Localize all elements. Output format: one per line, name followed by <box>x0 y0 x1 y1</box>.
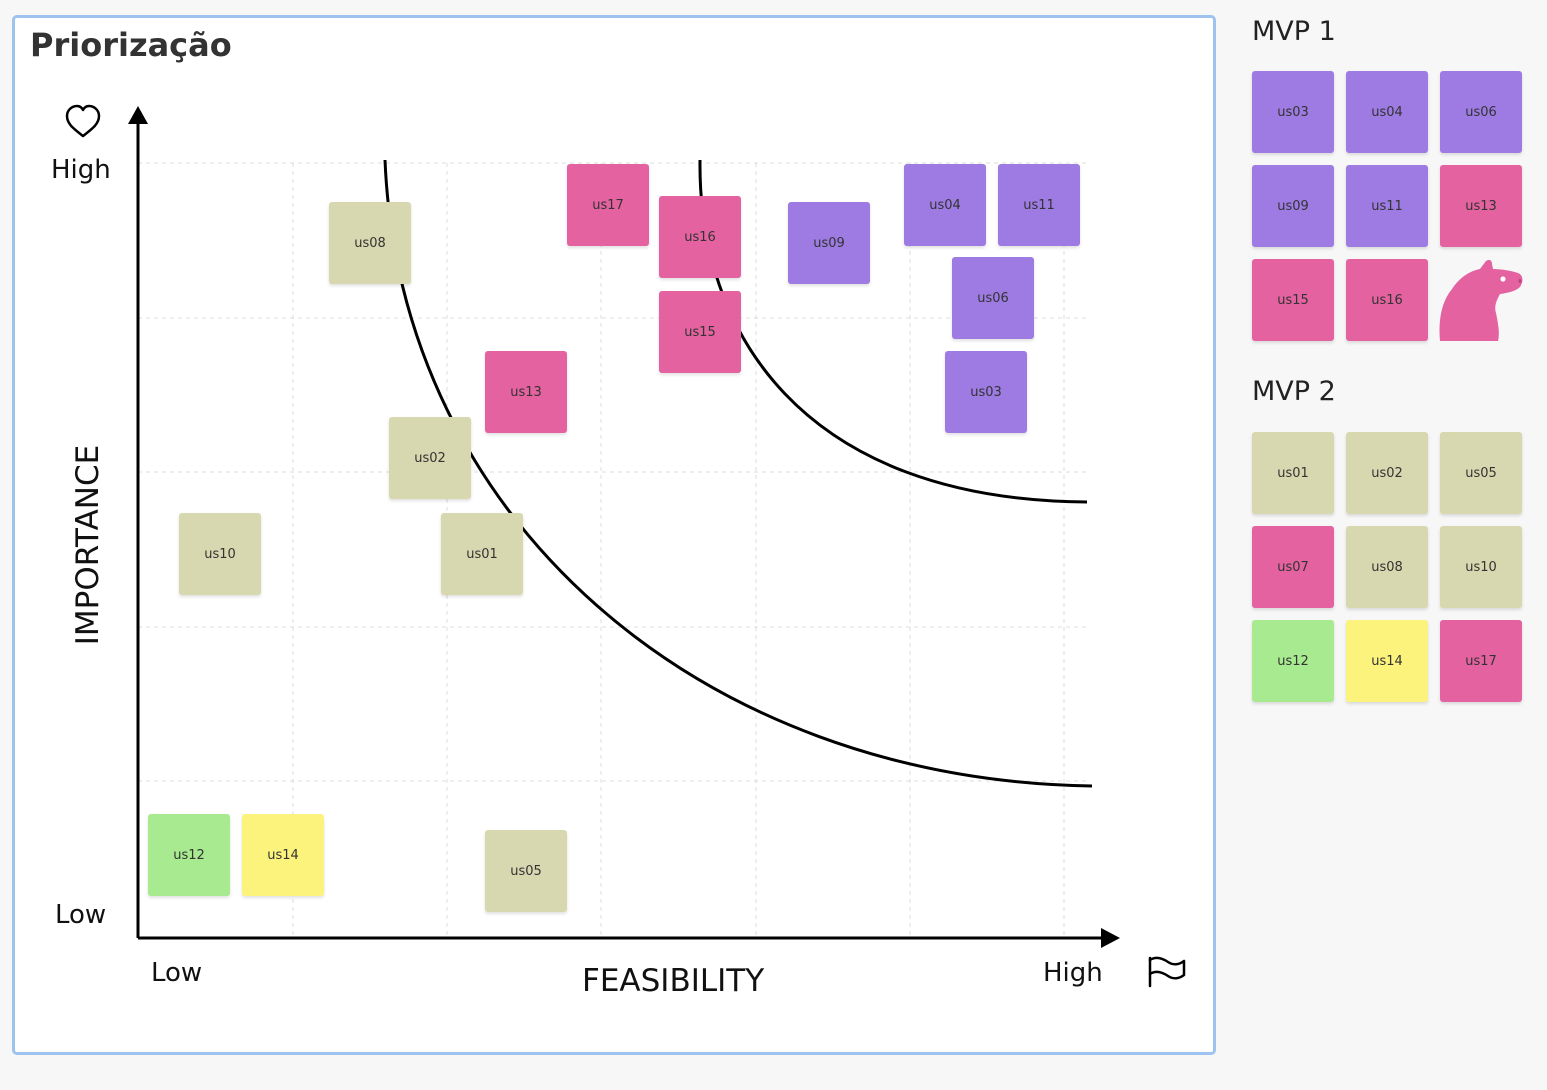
sticky-note-label: us01 <box>466 546 498 562</box>
sticky-note[interactable]: us13 <box>485 351 567 433</box>
x-axis-high-label: High <box>1043 958 1103 988</box>
sticky-note-label: us11 <box>1023 197 1055 213</box>
mvp2-sticky-note[interactable]: us12 <box>1252 620 1334 702</box>
mvp2-sticky-note[interactable]: us05 <box>1440 432 1522 514</box>
sticky-note-label: us12 <box>1277 653 1309 669</box>
mvp1-sticky-note[interactable]: us03 <box>1252 71 1334 153</box>
sticky-note[interactable]: us11 <box>998 164 1080 246</box>
mvp2-sticky-note[interactable]: us01 <box>1252 432 1334 514</box>
y-axis-title: IMPORTANCE <box>70 444 106 646</box>
sticky-note[interactable]: us06 <box>952 257 1034 339</box>
sticky-note-label: us03 <box>1277 104 1309 120</box>
sticky-note-label: us15 <box>684 324 716 340</box>
sticky-note-label: us02 <box>414 450 446 466</box>
mvp1-sticky-note[interactable]: us15 <box>1252 259 1334 341</box>
mvp2-boundary-curve <box>383 159 1093 788</box>
sticky-note-label: us08 <box>1371 559 1403 575</box>
sticky-note-label: us11 <box>1371 198 1403 214</box>
sticky-note-label: us05 <box>510 863 542 879</box>
mvp2-title: MVP 2 <box>1252 376 1336 407</box>
mvp2-sticky-note[interactable]: us08 <box>1346 526 1428 608</box>
mvp2-sticky-note[interactable]: us10 <box>1440 526 1522 608</box>
mvp1-title: MVP 1 <box>1252 16 1336 47</box>
axes <box>136 122 1104 940</box>
sticky-note-label: us04 <box>929 197 961 213</box>
sticky-note-label: us16 <box>684 229 716 245</box>
mvp1-sticky-note[interactable]: us13 <box>1440 165 1522 247</box>
sticky-note-label: us05 <box>1465 465 1497 481</box>
sticky-note[interactable]: us16 <box>659 196 741 278</box>
sticky-note[interactable]: us08 <box>329 202 411 284</box>
sticky-note-label: us13 <box>510 384 542 400</box>
sticky-note-label: us06 <box>977 290 1009 306</box>
mvp1-sticky-note[interactable]: us04 <box>1346 71 1428 153</box>
sticky-note-label: us14 <box>1371 653 1403 669</box>
x-axis-arrow <box>1101 928 1120 948</box>
mvp1-sticky-note[interactable]: us06 <box>1440 71 1522 153</box>
sticky-note[interactable]: us05 <box>485 830 567 912</box>
sticky-note-label: us01 <box>1277 465 1309 481</box>
sticky-note-label: us16 <box>1371 292 1403 308</box>
mvp1-sticky-note[interactable]: us11 <box>1346 165 1428 247</box>
sticky-note-label: us15 <box>1277 292 1309 308</box>
sticky-note-label: us09 <box>1277 198 1309 214</box>
capybara-icon <box>1439 260 1523 341</box>
y-axis-high-label: High <box>51 155 111 185</box>
sticky-note[interactable]: us15 <box>659 291 741 373</box>
mvp2-sticky-note[interactable]: us14 <box>1346 620 1428 702</box>
sticky-note-label: us07 <box>1277 559 1309 575</box>
sticky-note-label: us13 <box>1465 198 1497 214</box>
mvp2-sticky-note[interactable]: us07 <box>1252 526 1334 608</box>
sticky-note-label: us12 <box>173 847 205 863</box>
sticky-note-label: us02 <box>1371 465 1403 481</box>
sticky-note-label: us09 <box>813 235 845 251</box>
sticky-note-label: us14 <box>267 847 299 863</box>
heart-icon <box>65 104 101 138</box>
sticky-note-label: us17 <box>1465 653 1497 669</box>
sticky-note-label: us04 <box>1371 104 1403 120</box>
y-axis-arrow <box>128 106 148 124</box>
x-axis-low-label: Low <box>151 958 203 988</box>
sticky-note[interactable]: us03 <box>945 351 1027 433</box>
sticky-note-label: us17 <box>592 197 624 213</box>
sticky-note-label: us08 <box>354 235 386 251</box>
sticky-note-label: us10 <box>204 546 236 562</box>
y-axis-low-label: Low <box>55 900 107 930</box>
sticky-note[interactable]: us04 <box>904 164 986 246</box>
sticky-note[interactable]: us14 <box>242 814 324 896</box>
sticky-note[interactable]: us12 <box>148 814 230 896</box>
flag-icon <box>1148 956 1186 988</box>
mvp2-sticky-note[interactable]: us02 <box>1346 432 1428 514</box>
sticky-note[interactable]: us17 <box>567 164 649 246</box>
sticky-note-label: us06 <box>1465 104 1497 120</box>
sticky-note[interactable]: us09 <box>788 202 870 284</box>
mvp1-sticky-note[interactable]: us16 <box>1346 259 1428 341</box>
sticky-note[interactable]: us01 <box>441 513 523 595</box>
sticky-note[interactable]: us10 <box>179 513 261 595</box>
sticky-note-label: us03 <box>970 384 1002 400</box>
mvp2-sticky-note[interactable]: us17 <box>1440 620 1522 702</box>
sticky-note[interactable]: us02 <box>389 417 471 499</box>
mvp1-sticky-note[interactable]: us09 <box>1252 165 1334 247</box>
x-axis-title: FEASIBILITY <box>582 963 765 999</box>
frame-title: Priorização <box>30 26 232 64</box>
sticky-note-label: us10 <box>1465 559 1497 575</box>
